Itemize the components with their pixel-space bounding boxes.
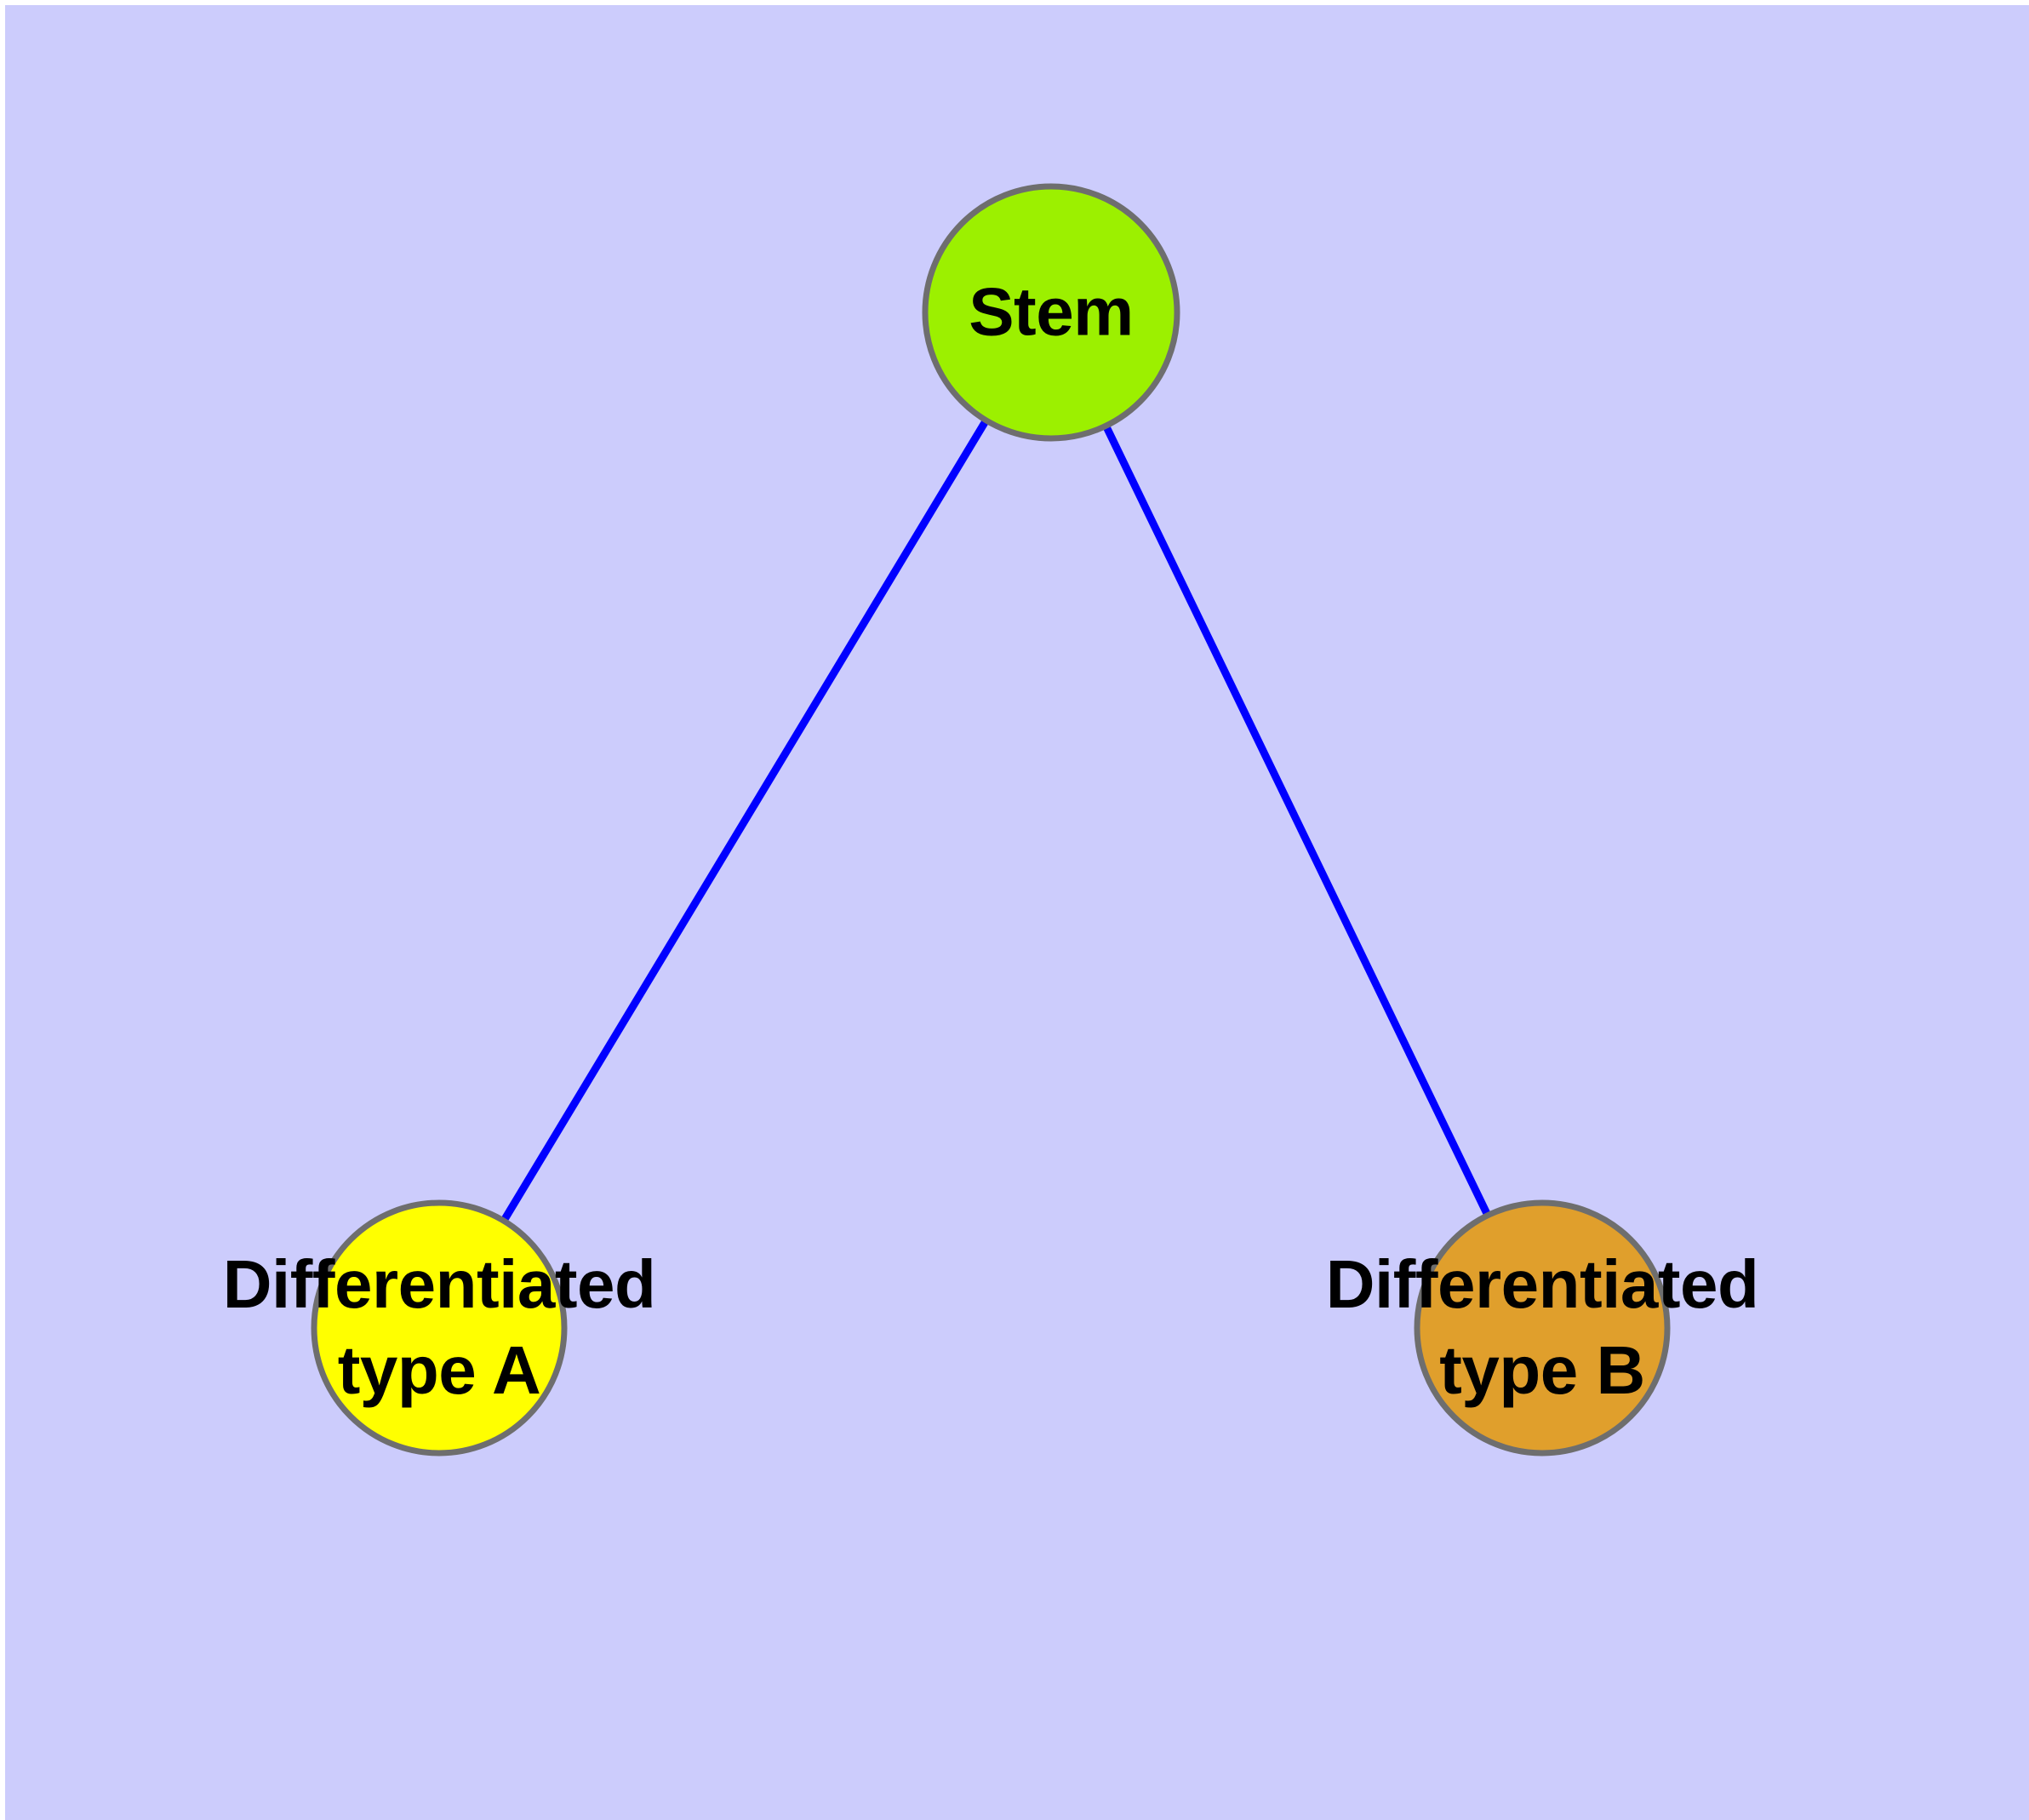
- node-stem[interactable]: [922, 183, 1180, 442]
- node-differentiated-type-a[interactable]: [311, 1199, 568, 1457]
- node-layer: [311, 183, 1671, 1457]
- edge-stem-to-differentiated-type-b: [1047, 311, 1546, 1330]
- edge-stem-to-differentiated-type-a: [436, 310, 1055, 1331]
- edge-layer: [436, 310, 1546, 1331]
- node-differentiated-type-b[interactable]: [1414, 1199, 1671, 1457]
